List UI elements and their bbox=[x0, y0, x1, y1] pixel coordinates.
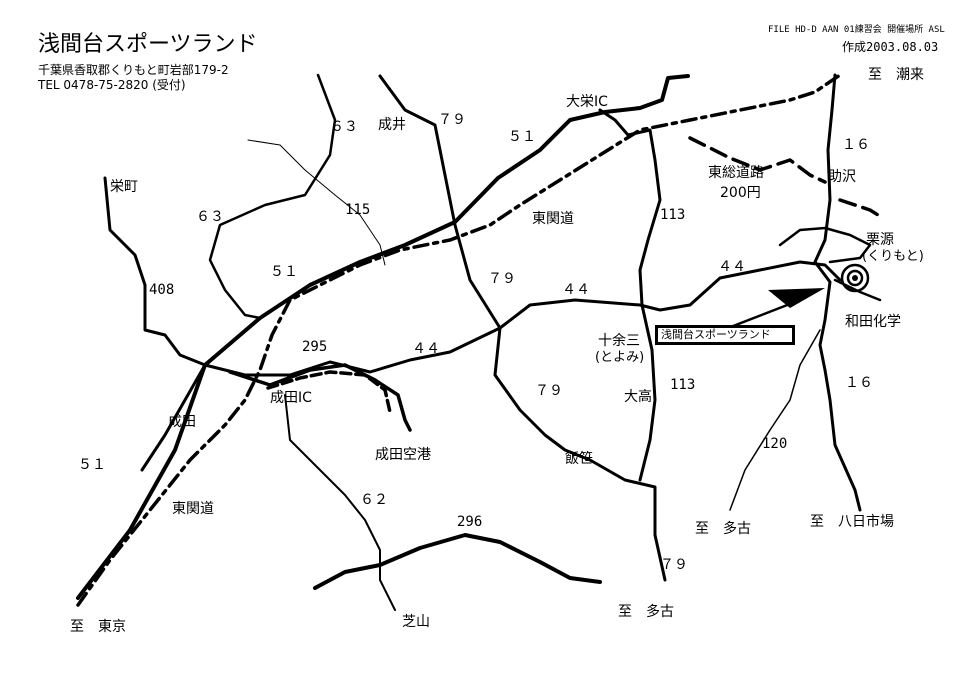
place-kurimoto-kana: (くりもと) bbox=[862, 249, 924, 264]
route-number-296: 296 bbox=[457, 514, 483, 530]
place-toyomi-kana: (とよみ) bbox=[595, 350, 645, 365]
route-number-113-south: 113 bbox=[670, 377, 696, 393]
route-113-road bbox=[598, 108, 662, 482]
place-toyomi: 十余三 bbox=[598, 333, 640, 349]
label-toso-road: 東総道路 bbox=[708, 165, 764, 181]
route-296-road bbox=[313, 533, 602, 590]
sukezawa-dashed-road bbox=[838, 198, 880, 217]
venue-pointer-arrow bbox=[768, 288, 825, 308]
route-number-16-south: １６ bbox=[845, 375, 873, 391]
direction-itako: 至 潮来 bbox=[868, 67, 924, 83]
route-number-120: 120 bbox=[762, 436, 788, 452]
airport-access-dashed bbox=[266, 370, 392, 414]
venue-label-box: 浅間台スポーツランド bbox=[655, 325, 795, 345]
place-sakaemachi: 栄町 bbox=[110, 179, 138, 195]
route-number-408: 408 bbox=[149, 282, 175, 298]
route-63-road bbox=[208, 73, 337, 320]
higashi-kanto-expressway bbox=[76, 73, 842, 607]
route-number-51-middle: ５１ bbox=[270, 264, 298, 280]
address-text: 千葉県香取郡くりもと町岩部179-2 bbox=[38, 63, 229, 77]
route-number-113-north: 113 bbox=[660, 207, 686, 223]
place-narii: 成井 bbox=[378, 117, 406, 133]
direction-tako-east: 至 多古 bbox=[695, 521, 751, 537]
place-narita-airport: 成田空港 bbox=[375, 447, 431, 463]
label-higashi-kanto-south: 東関道 bbox=[172, 501, 214, 517]
route-79-road bbox=[378, 74, 667, 582]
route-408-road bbox=[103, 176, 207, 367]
place-iizasa: 飯笹 bbox=[565, 451, 593, 467]
place-wada-kagaku: 和田化学 bbox=[845, 314, 901, 330]
created-date-text: 作成2003.08.03 bbox=[842, 40, 939, 54]
place-narita: 成田 bbox=[168, 414, 196, 430]
route-number-44-west: ４４ bbox=[412, 341, 440, 357]
route-number-295: 295 bbox=[302, 339, 328, 355]
route-16-road bbox=[813, 73, 862, 512]
route-44-road bbox=[203, 260, 842, 377]
route-number-115: 115 bbox=[345, 202, 371, 218]
route-number-16-north: １６ bbox=[842, 137, 870, 153]
route-number-79-south: ７９ bbox=[535, 383, 563, 399]
route-number-79-middle: ７９ bbox=[488, 271, 516, 287]
route-51-road bbox=[76, 74, 690, 600]
page-title: 浅間台スポーツランド bbox=[38, 32, 258, 57]
route-number-62: ６２ bbox=[360, 492, 388, 508]
route-115-road bbox=[247, 139, 386, 266]
label-higashi-kanto: 東関道 bbox=[532, 211, 574, 227]
route-number-51-north: ５１ bbox=[508, 129, 536, 145]
route-number-79-north: ７９ bbox=[438, 112, 466, 128]
route-number-44-far-east: ４４ bbox=[718, 259, 746, 275]
place-narita-ic: 成田IC bbox=[270, 390, 312, 406]
route-62-road bbox=[284, 394, 396, 611]
direction-tako-south: 至 多古 bbox=[618, 604, 674, 620]
route-51-west bbox=[140, 363, 207, 472]
route-number-79-far-south: ７９ bbox=[660, 557, 688, 573]
route-number-44-east: ４４ bbox=[562, 282, 590, 298]
place-shibayama: 芝山 bbox=[402, 614, 430, 630]
route-number-63-north: ６３ bbox=[330, 119, 358, 135]
place-otaka: 大高 bbox=[624, 389, 652, 405]
place-kurimoto: 栗源 bbox=[866, 232, 894, 248]
toso-road-expressway bbox=[688, 136, 827, 184]
direction-yokaichiba: 至 八日市場 bbox=[810, 514, 894, 530]
venue-location-marker bbox=[840, 263, 870, 293]
label-toso-fee: 200円 bbox=[720, 185, 761, 201]
route-120-road bbox=[729, 329, 821, 511]
file-info-text: FILE HD-D AAN 01練習会 開催場所 ASL bbox=[768, 25, 945, 35]
route-number-63-west: ６３ bbox=[196, 209, 224, 225]
place-taiei-ic: 大栄IC bbox=[566, 94, 608, 110]
kurimoto-loop-road bbox=[778, 226, 872, 264]
place-sukezawa: 助沢 bbox=[828, 169, 856, 185]
route-number-51-south: ５１ bbox=[78, 457, 106, 473]
road-to-narita-airport bbox=[228, 363, 412, 432]
direction-tokyo: 至 東京 bbox=[70, 619, 126, 635]
telephone-text: TEL 0478-75-2820 (受付) bbox=[38, 78, 186, 92]
